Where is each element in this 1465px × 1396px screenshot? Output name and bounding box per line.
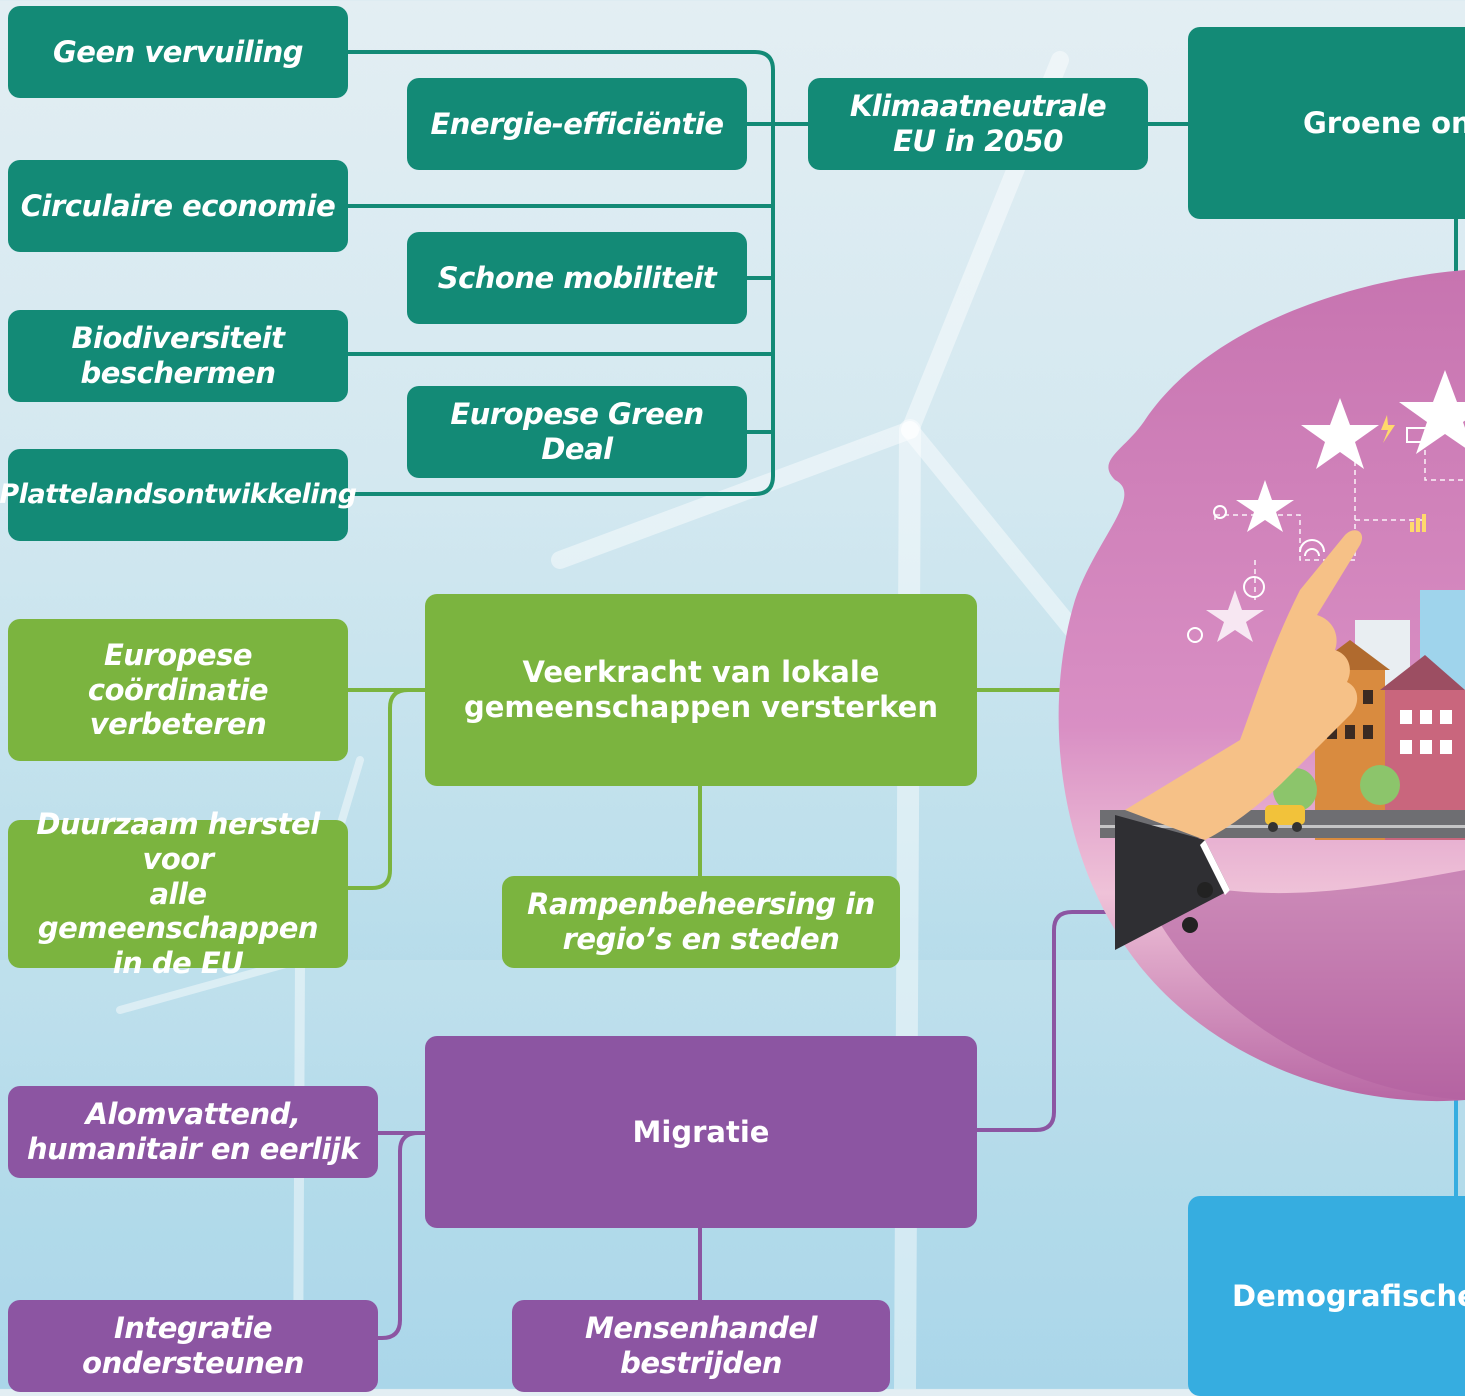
node-biodiversiteit: Biodiversiteit beschermen — [8, 310, 348, 402]
node-geen-vervuiling: Geen vervuiling — [8, 6, 348, 98]
city-illustration — [1058, 270, 1465, 1102]
laptop-icon — [1406, 427, 1430, 443]
node-migratie: Migratie — [425, 1036, 977, 1228]
node-label: Mensenhandel bestrijden — [585, 1311, 817, 1380]
node-label: Energie-efficiëntie — [430, 106, 724, 141]
node-alomvattend: Alomvattend, humanitair en eerlijk — [8, 1086, 378, 1178]
location-pin-icon — [1213, 505, 1227, 519]
node-label: Integratie ondersteunen — [82, 1311, 304, 1380]
node-label: Rampenbeheersing in regio’s en steden — [527, 887, 875, 956]
node-europese-coordinatie: Europese coördinatie verbeteren — [8, 619, 348, 761]
node-label: Plattelandsontwikkeling — [0, 478, 357, 510]
city-buildings-icon — [1100, 590, 1465, 840]
node-schone-mobiliteit: Schone mobiliteit — [407, 232, 747, 324]
node-integratie: Integratie ondersteunen — [8, 1300, 378, 1392]
gear-icon — [1187, 627, 1203, 643]
node-groene-ontwikkeling: Groene ont — [1188, 27, 1465, 219]
node-mensenhandel: Mensenhandel bestrijden — [512, 1300, 890, 1392]
globe-icon — [1243, 576, 1265, 598]
node-demografische: Demografische — [1188, 1196, 1465, 1396]
node-label: Europese coördinatie verbeteren — [87, 637, 269, 742]
node-label: Veerkracht van lokale gemeenschappen ver… — [463, 655, 938, 724]
node-label: Groene ont — [1303, 105, 1465, 140]
node-label: Klimaatneutrale EU in 2050 — [849, 89, 1107, 158]
node-circulaire-economie: Circulaire economie — [8, 160, 348, 252]
node-label: Europese Green Deal — [450, 397, 704, 466]
node-duurzaam-herstel: Duurzaam herstel voor alle gemeenschappe… — [8, 807, 348, 980]
node-label: Alomvattend, humanitair en eerlijk — [26, 1097, 360, 1166]
hand-pointer-icon — [1115, 530, 1363, 950]
node-energie-efficientie: Energie-efficiëntie — [407, 78, 747, 170]
node-label: Migratie — [632, 1114, 770, 1149]
car-icon — [1265, 805, 1305, 832]
node-label: Demografische — [1232, 1278, 1465, 1313]
node-label: Geen vervuiling — [52, 34, 304, 69]
node-label: Schone mobiliteit — [437, 260, 717, 295]
node-europese-green-deal: Europese Green Deal — [407, 386, 747, 478]
node-label: Duurzaam herstel voor alle gemeenschappe… — [36, 807, 320, 981]
star-icon — [1206, 370, 1465, 642]
node-veerkracht: Veerkracht van lokale gemeenschappen ver… — [425, 594, 977, 786]
node-rampenbeheersing: Rampenbeheersing in regio’s en steden — [502, 876, 900, 968]
node-klimaatneutrale-eu: Klimaatneutrale EU in 2050 — [808, 78, 1148, 170]
node-plattelandsontwikkeling: Plattelandsontwikkeling — [0, 449, 357, 541]
node-label: Circulaire economie — [20, 188, 336, 223]
node-label: Biodiversiteit beschermen — [71, 321, 285, 390]
wifi-icon — [1299, 539, 1325, 557]
